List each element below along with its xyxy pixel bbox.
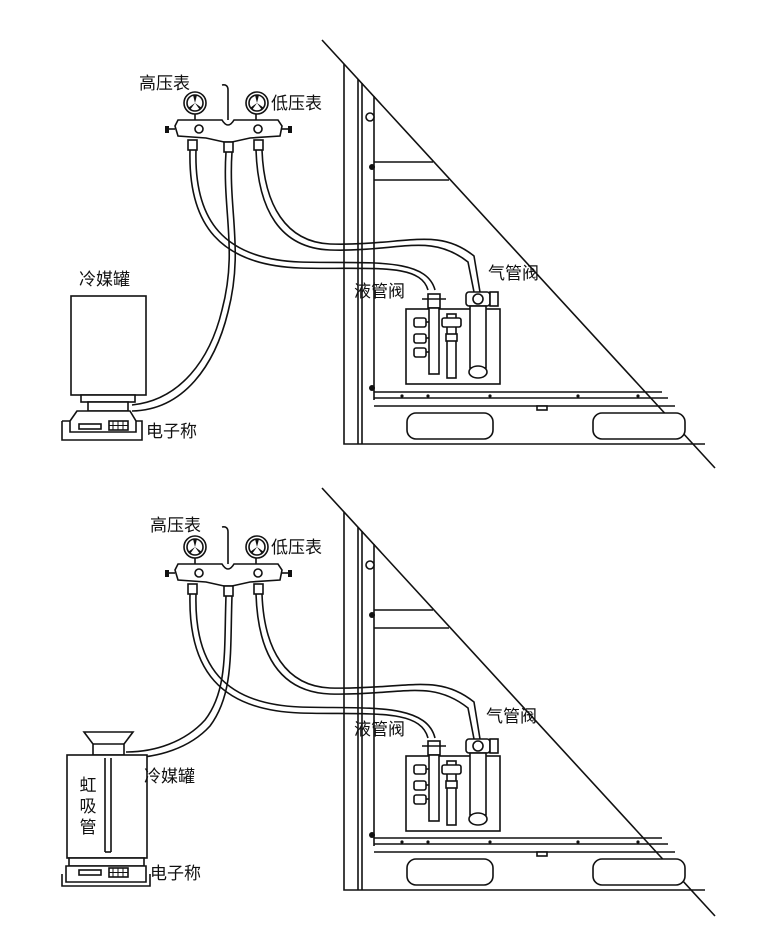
siphon-tube-label: 虹吸管 bbox=[79, 776, 97, 838]
low-pressure-gauge bbox=[245, 91, 269, 115]
outdoor-unit bbox=[321, 39, 716, 469]
outdoor-unit bbox=[321, 487, 716, 917]
high-pressure-gauge bbox=[183, 535, 207, 559]
liquid-valve-label: 液管阀 bbox=[354, 282, 405, 302]
refrigerant-tank-label: 冷媒罐 bbox=[144, 767, 195, 787]
high-pressure-gauge-label: 高压表 bbox=[139, 74, 190, 94]
electronic-scale-label: 电子称 bbox=[146, 422, 197, 442]
gas-valve-label: 气管阀 bbox=[486, 707, 537, 727]
charging-diagram-siphon-tank bbox=[61, 487, 716, 917]
refrigerant-tank-label: 冷媒罐 bbox=[79, 270, 130, 290]
gas-valve bbox=[465, 291, 499, 379]
high-pressure-gauge bbox=[183, 91, 207, 115]
low-pressure-gauge-label: 低压表 bbox=[271, 538, 322, 558]
high-pressure-gauge-label: 高压表 bbox=[150, 516, 201, 536]
electronic-scale bbox=[61, 857, 151, 887]
low-pressure-gauge-label: 低压表 bbox=[271, 94, 322, 114]
liquid-valve-label: 液管阀 bbox=[354, 720, 405, 740]
manifold-gauge-set bbox=[165, 84, 292, 153]
electronic-scale bbox=[61, 410, 143, 441]
gas-valve-label: 气管阀 bbox=[488, 264, 539, 284]
low-pressure-gauge bbox=[245, 535, 269, 559]
manifold-gauge-set bbox=[165, 526, 292, 597]
refrigerant-tank-inverted bbox=[66, 731, 148, 859]
charging-hoses bbox=[131, 149, 481, 412]
gas-valve bbox=[465, 738, 499, 826]
liquid-valve bbox=[413, 293, 462, 379]
liquid-valve bbox=[413, 740, 462, 826]
charging-diagram-upright-tank bbox=[61, 39, 716, 469]
charging-hoses bbox=[125, 593, 481, 759]
refrigerant-tank bbox=[70, 295, 147, 412]
electronic-scale-label: 电子称 bbox=[150, 864, 201, 884]
